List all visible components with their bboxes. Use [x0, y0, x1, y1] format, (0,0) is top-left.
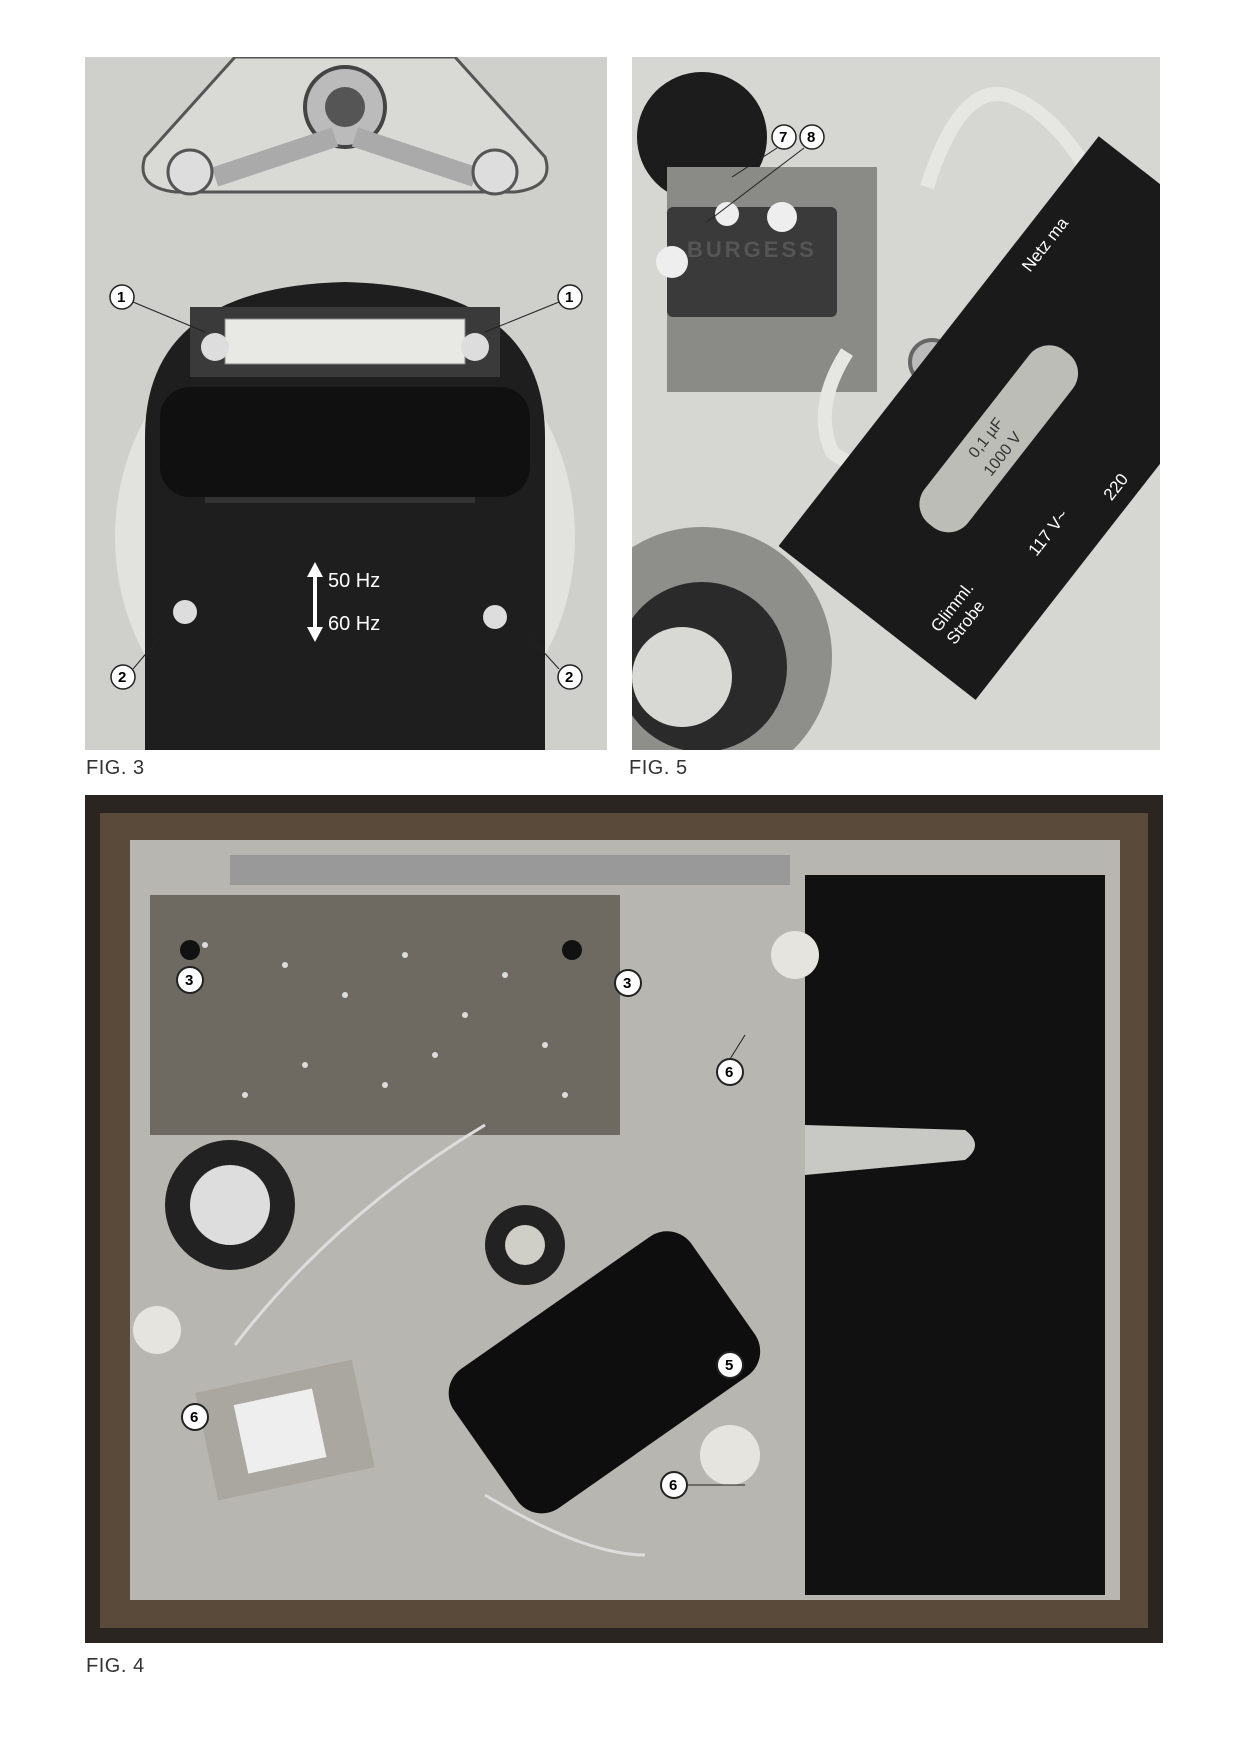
arrow-up-down-icon	[307, 562, 323, 642]
fig4-caption: FIG. 4	[86, 1655, 145, 1677]
screw-icon	[173, 600, 197, 624]
callout-8: 8	[807, 129, 815, 146]
screw-icon	[166, 148, 214, 196]
screw-icon	[483, 605, 507, 629]
callout-1: 1	[565, 289, 573, 306]
screw-icon	[201, 333, 229, 361]
callout-2: 2	[565, 669, 573, 686]
power-box	[448, 1231, 761, 1514]
fig4-photo: 3 3 6 6 6 5	[85, 795, 1163, 1643]
callout-6: 6	[725, 1064, 733, 1081]
fig3-caption: FIG. 3	[86, 757, 145, 779]
fig3-photo: 50 Hz 60 Hz 1 1 2 2	[85, 57, 607, 750]
screw-icon	[461, 333, 489, 361]
microswitch	[667, 207, 837, 317]
screw-icon	[471, 148, 519, 196]
callout-1: 1	[117, 289, 125, 306]
callout-6: 6	[190, 1409, 198, 1426]
fig5-illustration: BURGESS 0,1 µF 1000 V Glimml. Strobe 117…	[632, 57, 1160, 750]
fig5-caption: FIG. 5	[629, 757, 688, 779]
knob	[771, 931, 819, 979]
callout-3: 3	[623, 975, 631, 992]
freq-label-60: 60 Hz	[328, 613, 380, 635]
strobe-board: 0,1 µF 1000 V Glimml. Strobe 117 V~ 220 …	[778, 136, 1160, 700]
freq-label-50: 50 Hz	[328, 570, 380, 592]
callout-6: 6	[669, 1477, 677, 1494]
fig5-photo: BURGESS 0,1 µF 1000 V Glimml. Strobe 117…	[632, 57, 1160, 750]
circuit-board	[150, 895, 620, 1135]
switch-brand: BURGESS	[687, 237, 817, 262]
fig3-illustration: 50 Hz 60 Hz 1 1 2 2	[85, 57, 607, 750]
fig4-illustration: 3 3 6 6 6 5	[85, 795, 1163, 1643]
capacitor	[919, 345, 1079, 533]
callout-2: 2	[118, 669, 126, 686]
callout-7: 7	[779, 129, 787, 146]
callout-5: 5	[725, 1357, 733, 1374]
callout-3: 3	[185, 972, 193, 989]
